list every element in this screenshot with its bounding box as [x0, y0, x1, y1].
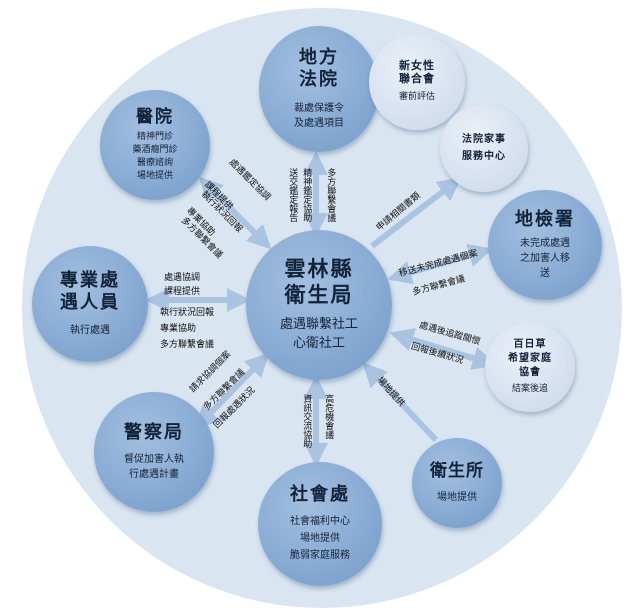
professional-link-label: 多方聯繫會議 — [160, 340, 215, 350]
baimu-title: 百日草 希望家庭 協會 — [508, 338, 552, 378]
hospital-title: 醫院 — [136, 106, 174, 127]
court-desc: 裁處保護令 及處遇項目 — [294, 102, 344, 129]
baimu-desc: 結案後追 — [511, 383, 548, 394]
police-title: 警察局 — [124, 422, 184, 444]
hospital-link-labels: 處遇鑑定協調 課程提供 執行狀況回報 專業協助 多方聯繫會議 — [179, 158, 272, 261]
hospital-desc: 精神門診 藥酒癮門診 醫療諮詢 場地提供 — [132, 132, 178, 182]
prosecutor-title: 地檢署 — [515, 208, 575, 230]
family-court-title: 法院家事 服務中心 — [462, 134, 506, 162]
professional-link-label: 執行狀況回報 — [160, 308, 215, 318]
social-desc: 社會福利中心 場地提供 脆弱家庭服務 — [290, 516, 350, 562]
center-title: 雲林縣 衛生局 — [284, 256, 354, 307]
health-station-title: 衛生所 — [430, 461, 484, 482]
node-baimu: 百日草 希望家庭 協會 結案後追 — [485, 322, 575, 412]
center-desc: 處遇聯繫社工 心衛社工 — [279, 316, 358, 352]
health-station-desc: 場地提供 — [437, 491, 477, 503]
professional-link-label: 專業協助 — [160, 324, 197, 334]
court-link-label: 送交鑑定報告 — [287, 168, 298, 222]
arrow-prosecutor — [387, 243, 493, 285]
new-female-desc: 審前評估 — [398, 92, 435, 103]
arrow-hospital — [198, 176, 272, 250]
node-police: 警察局 督促加害人執 行處遇計畫 — [94, 392, 214, 512]
social-link-label: 高危機會議 — [323, 394, 334, 439]
arrow-police — [194, 352, 270, 430]
node-court: 地方 法院 裁處保護令 及處遇項目 — [259, 26, 379, 152]
arrow-baimu — [389, 328, 497, 370]
node-health-station: 衛生所 場地提供 — [412, 438, 502, 528]
node-family-court: 法院家事 服務中心 — [440, 104, 528, 192]
prosecutor-desc: 未完成處遇 之加害人移 送 — [520, 238, 570, 280]
social-link-label: 資訊交流協助 — [301, 394, 312, 448]
social-title: 社會處 — [290, 483, 350, 505]
node-hospital: 醫院 精神門診 藥酒癮門診 醫療諮詢 場地提供 — [100, 90, 210, 200]
professional-link-label: 處遇協調 — [164, 273, 201, 283]
node-new-female: 新女性 聯合會 審前評估 — [369, 34, 465, 130]
arrow-family-court — [370, 177, 462, 249]
professional-link-label: 課程提供 — [164, 287, 201, 297]
court-link-label: 精神鑑定協助 — [301, 168, 312, 222]
court-link-label: 多方聯繫會議 — [325, 168, 336, 222]
node-social: 社會處 社會福利中心 場地提供 脆弱家庭服務 — [258, 462, 382, 586]
node-prosecutor: 地檢署 未完成處遇 之加害人移 送 — [488, 190, 602, 300]
new-female-title: 新女性 聯合會 — [399, 59, 435, 86]
center-node-health-bureau: 雲林縣 衛生局 處遇聯繫社工 心衛社工 — [246, 230, 392, 380]
police-desc: 督促加害人執 行處遇計畫 — [124, 453, 184, 480]
arrow-health-station — [362, 362, 439, 443]
professional-title: 專業處 遇人員 — [60, 269, 120, 313]
node-professional: 專業處 遇人員 執行處遇 — [32, 246, 148, 362]
court-title: 地方 法院 — [299, 47, 339, 90]
professional-desc: 執行處遇 — [70, 325, 110, 337]
